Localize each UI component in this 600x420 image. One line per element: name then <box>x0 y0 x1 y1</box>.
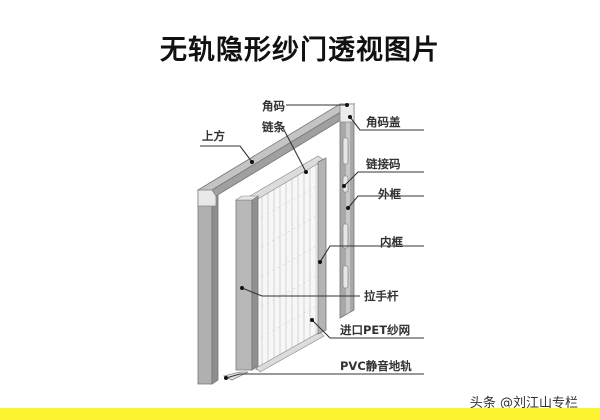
label-chain-connector: 链接码 <box>366 157 401 171</box>
label-pvc-track: PVC静音地轨 <box>340 359 412 373</box>
label-inner-frame: 内框 <box>380 235 403 249</box>
label-corner-code: 角码 <box>262 99 285 113</box>
label-pull-handle: 拉手杆 <box>364 289 399 303</box>
watermark: 头条 @刘江山专栏 <box>469 396 578 411</box>
label-outer-frame: 外框 <box>378 187 401 201</box>
page-title: 无轨隐形纱门透视图片 <box>160 35 440 66</box>
leader-dots <box>224 103 352 380</box>
leader-lines <box>200 104 424 379</box>
accent-bar <box>0 408 600 420</box>
left-frame-post <box>197 185 219 385</box>
mesh-panel <box>249 155 325 373</box>
label-chain: 链条 <box>262 120 285 134</box>
label-corner-cap: 角码盖 <box>366 115 401 129</box>
pull-handle-bar <box>235 195 259 371</box>
right-frame-post <box>339 103 355 319</box>
label-pet-mesh: 进口PET纱网 <box>340 323 411 337</box>
label-top-side: 上方 <box>202 129 225 143</box>
inner-frame-bar <box>317 157 327 335</box>
